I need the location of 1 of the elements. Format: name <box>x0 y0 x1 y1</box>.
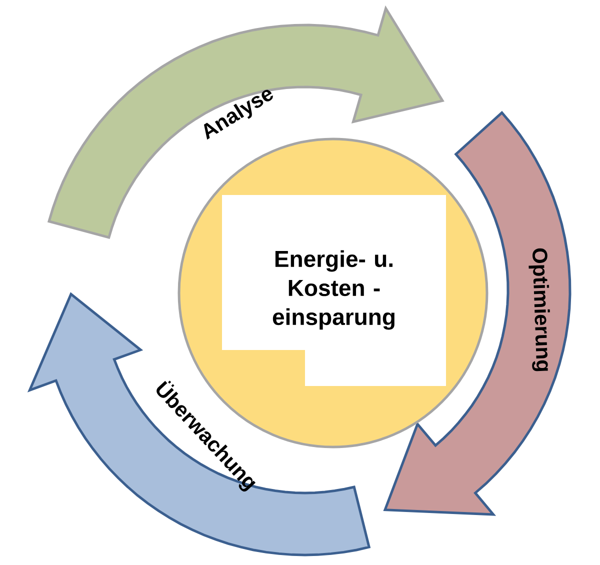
arrow-label: Optimierung <box>528 248 550 372</box>
